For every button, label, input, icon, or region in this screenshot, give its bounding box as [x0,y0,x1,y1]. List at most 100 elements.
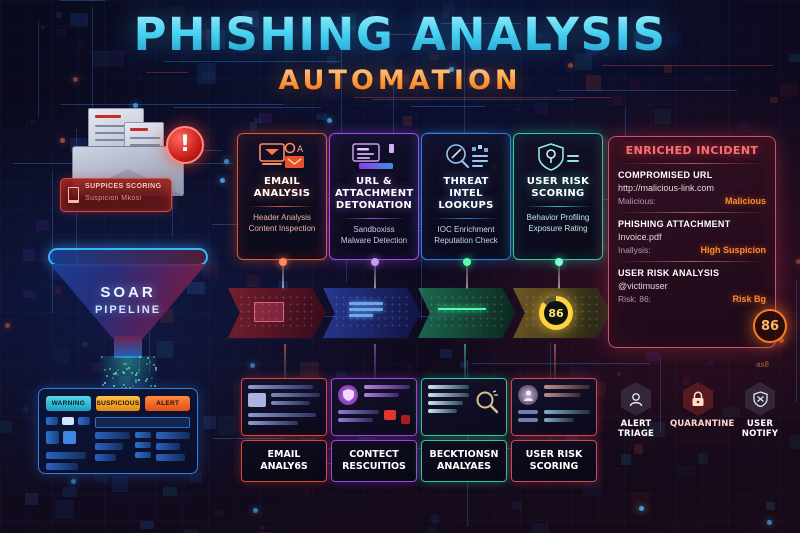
score-chip-line1: SUPPICES SCORING [85,183,162,190]
connector-line-1 [282,261,284,289]
badge-warning[interactable]: WARNING [46,396,91,411]
dashboard-right-column [95,417,190,474]
incident-section-user: USER RISK ANALYSIS @victimuser Risk: 86:… [618,268,766,304]
connector-line-3 [466,261,468,289]
incident-heading: PHISHING ATTACHMENT [618,219,731,229]
incident-title: ENRICHED INCIDENT [625,144,759,157]
incident-heading: COMPROMISED URL [618,170,713,180]
incident-status: Malicious [724,196,766,206]
divider [618,261,766,262]
browser-window-icon [335,140,413,174]
funnel-label-top: SOAR [100,284,156,301]
action-label: QUARANTINE [670,419,735,429]
dashboard-widgets [46,417,190,474]
score-chip-line2: Suspicion Mkosi [85,195,142,202]
action-quarantine[interactable]: QUARANTINE [670,382,735,439]
funnel-label-bottom: PIPELINE [94,304,162,316]
stage-card-sub1: Behavior Profiling [526,213,590,222]
connector-dot-1 [279,258,287,266]
conveyor-segment-url [323,288,421,338]
incident-section-attachment: PHISHING ATTACHMENT Invoice.pdf Inallysi… [618,219,766,255]
mini-lines-icon [349,302,383,322]
badge-alert[interactable]: ALERT [145,396,191,411]
badge-suspicious[interactable]: SUSPICIOUS [95,396,141,411]
divider [618,212,766,213]
divider [433,218,499,219]
svg-text:A: A [297,145,304,155]
page-title-block: PHISHING ANALYSIS AUTOMATION [0,8,800,96]
shield-user-icon [519,140,597,174]
user-profile-icon [511,378,597,436]
conveyor-segment-email [228,288,326,338]
incident-key: Risk: 86: [618,294,652,304]
connector-line-8 [554,344,556,378]
incident-heading: USER RISK ANALYSIS [618,268,720,278]
incident-key: Malicious: [618,196,656,206]
incident-status: High Suspicion [700,245,766,255]
suspicion-score-chip: SUPPICES SCORING Suspicion Mkosi [60,178,172,212]
funnel-neck [114,336,142,358]
stage-card-sub2: Content Inspection [248,224,316,233]
divider [341,218,407,219]
connector-line-2 [374,261,376,289]
risk-gauge-value: 86 [548,306,564,320]
incident-value: @victimuser [618,281,668,291]
monitor-icon [68,187,79,203]
connector-line-6 [374,344,376,378]
funnel-rim [48,248,208,266]
magnifier-radar-icon [427,140,505,174]
soc-dashboard-panel: WARNING SUSPICIOUS ALERT [38,388,198,474]
mini-chart-icon [254,302,284,322]
incident-value: http://malicious-link.com [618,183,715,193]
search-report-icon [421,378,507,436]
incident-key: Inallysis: [618,245,651,255]
connector-dot-2 [371,258,379,266]
lock-hex-icon [683,382,713,416]
stage-card-sub2: Exposure Rating [528,224,588,233]
dashboard-badges: WARNING SUSPICIOUS ALERT [46,396,191,411]
incident-section-url: COMPROMISED URL http://malicious-link.co… [618,170,766,206]
connector-dot-3 [463,258,471,266]
alert-exclamation-icon: ! [166,126,204,164]
incident-status: Risk Bg [732,294,766,304]
connector-line-7 [464,344,466,378]
person-hex-icon [621,382,651,416]
conveyor-segment-risk: 86 [513,288,611,338]
divider [618,163,766,164]
risk-score-badge: 86 [753,309,787,343]
divider [525,206,591,207]
stage-card-sub1: IOC Enrichment [437,225,495,234]
email-monitor-icon: A [243,140,321,174]
divider [249,206,315,207]
connector-line-5 [284,344,286,378]
stage-card-sub2: Reputation Check [434,236,498,245]
funnel-label: SOAR PIPELINE [48,284,208,316]
risk-gauge: 86 [539,296,573,330]
processing-conveyor: 86 [228,288,611,344]
enriched-incident-panel: ENRICHED INCIDENT COMPROMISED URL http:/… [608,136,787,369]
risk-score-caption: as8 [756,360,769,369]
soar-pipeline-funnel: SOAR PIPELINE [48,248,208,403]
stage-card-sub2: Malware Detection [340,236,408,245]
stage-card-sub1: Sandboxiss [353,225,395,234]
incident-value: Invoice.pdf [618,232,662,242]
